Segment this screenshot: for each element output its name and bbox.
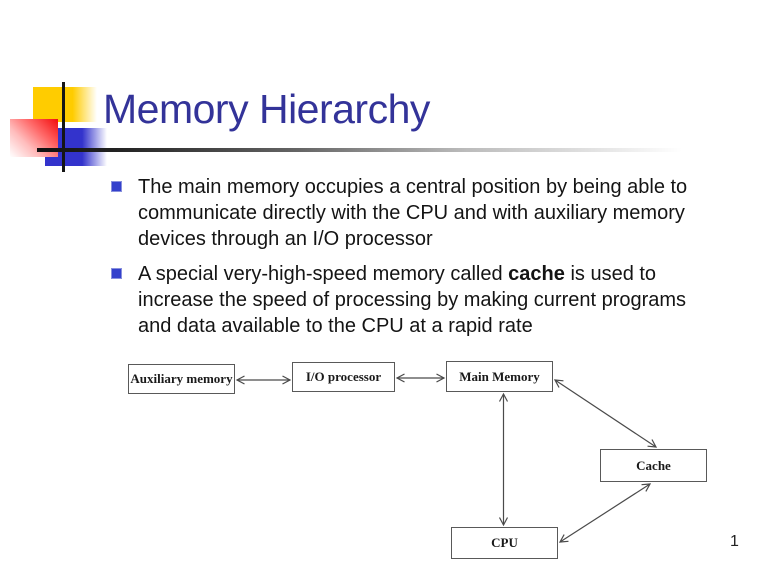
page-number: 1: [730, 533, 739, 550]
arrow-mainmemory-cache: [553, 379, 658, 448]
diagram-box-io-processor: I/O processor: [292, 362, 395, 392]
bullet-text: A special very-high-speed memory called …: [129, 261, 686, 339]
bullet-line: The main memory occupies a central posit…: [138, 176, 688, 198]
slide-title: Memory Hierarchy: [103, 86, 430, 132]
title-underline: [37, 148, 695, 152]
bullet-item: A special very-high-speed memory called …: [108, 261, 748, 339]
bullet-line: A special very-high-speed memory called …: [138, 263, 657, 285]
diagram-box-main-memory: Main Memory: [446, 361, 553, 392]
bullet-text: The main memory occupies a central posit…: [129, 174, 687, 252]
bullet-line: and data available to the CPU at a rapid…: [138, 315, 533, 337]
bullet-item: The main memory occupies a central posit…: [108, 174, 748, 252]
bullet-line: devices through an I/O processor: [138, 228, 433, 250]
bullet-line: communicate directly with the CPU and wi…: [138, 202, 685, 224]
bullet-line: increase the speed of processing by maki…: [138, 289, 687, 311]
accent-vertical-line: [62, 82, 65, 172]
bullet-list: The main memory occupies a central posit…: [108, 174, 748, 348]
diagram-box-cpu: CPU: [451, 527, 558, 559]
accent-square-yellow-icon: [33, 87, 97, 122]
diagram-box-cache: Cache: [600, 449, 707, 482]
diagram-box-auxiliary-memory: Auxiliary memory: [128, 364, 235, 394]
arrow-cache-cpu: [558, 483, 652, 543]
bullet-marker-icon: [111, 181, 122, 192]
bullet-marker-icon: [111, 268, 122, 279]
